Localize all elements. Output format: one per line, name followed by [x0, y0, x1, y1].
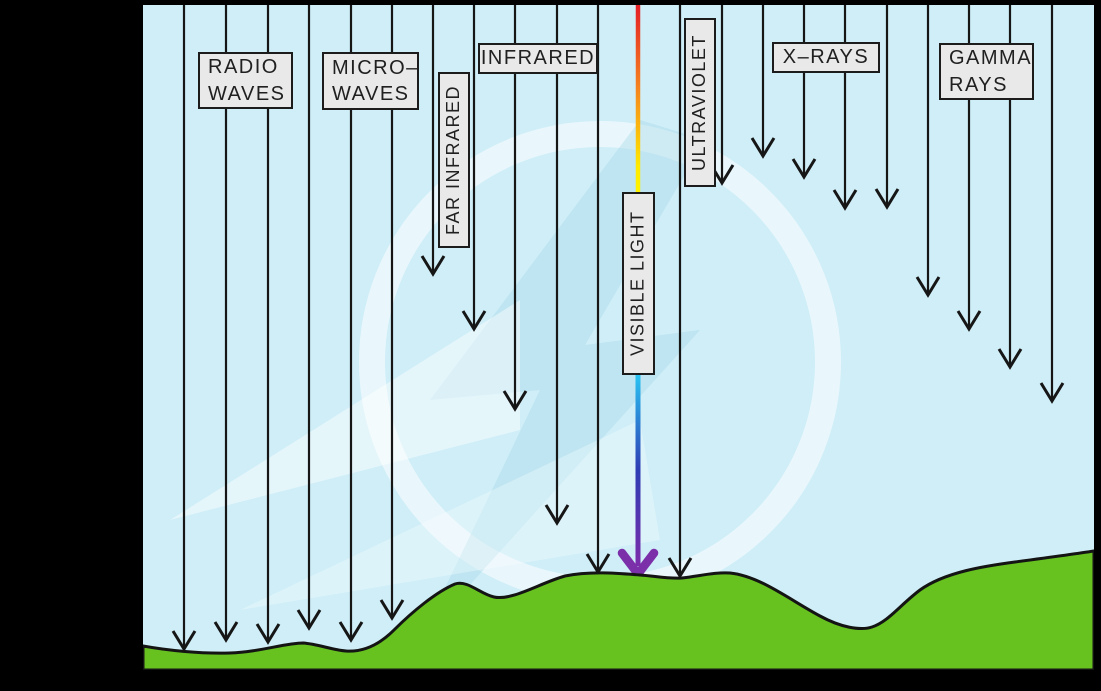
label-infrared: INFRARED [478, 43, 598, 74]
radiation-arrowhead-icon [997, 348, 1023, 370]
radiation-arrowhead-icon [255, 623, 281, 645]
radiation-arrowhead-icon [956, 310, 982, 332]
radiation-arrowhead-icon [379, 599, 405, 621]
label-visible-light: VISIBLE LIGHT [622, 192, 655, 375]
label-ultraviolet: ULTRAVIOLET [684, 18, 716, 187]
radiation-arrowhead-icon [1039, 382, 1065, 404]
radiation-arrowhead-icon [750, 137, 776, 159]
radiation-arrowhead-icon [667, 557, 693, 579]
label-micro-waves: MICRO– WAVES [322, 52, 419, 110]
radiation-arrowhead-icon [791, 158, 817, 180]
label-far-infrared: FAR INFRARED [438, 72, 470, 248]
label-x-rays: X–RAYS [772, 42, 880, 73]
label-radio-waves: RADIO WAVES [198, 52, 293, 109]
radiation-arrowhead-icon [213, 621, 239, 643]
ground-terrain [143, 549, 1094, 670]
radiation-arrowhead-icon [502, 390, 528, 412]
radiation-arrowhead-icon [420, 255, 446, 277]
label-gamma-rays: GAMMA RAYS [939, 43, 1034, 100]
radiation-arrowhead-icon [171, 630, 197, 652]
radiation-arrowhead-icon [461, 310, 487, 332]
radiation-arrowhead-icon [544, 504, 570, 526]
radiation-arrowhead-icon [296, 609, 322, 631]
radiation-arrowhead-icon [915, 276, 941, 298]
radiation-arrowhead-icon [832, 189, 858, 211]
radiation-arrowhead-icon [874, 188, 900, 210]
radiation-arrowhead-icon [338, 621, 364, 643]
